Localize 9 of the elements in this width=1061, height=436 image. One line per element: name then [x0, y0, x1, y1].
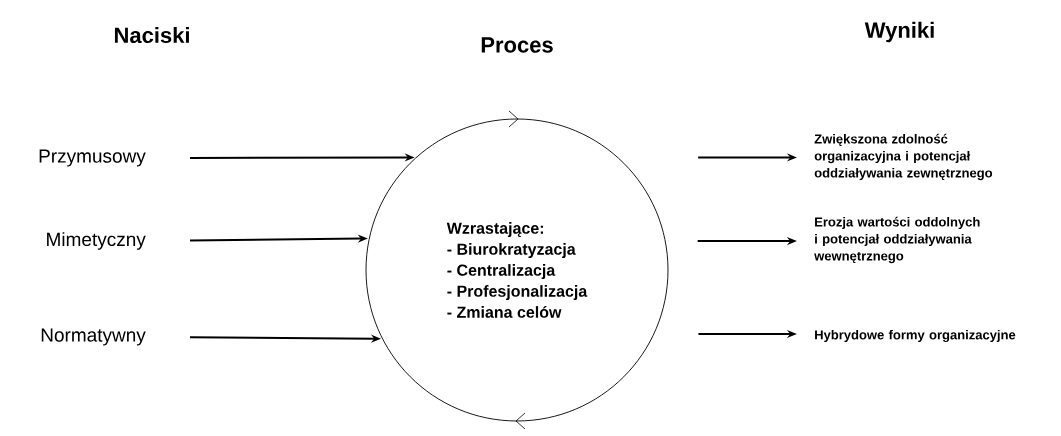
column-heading: Proces [481, 37, 553, 53]
column-heading: Naciski [114, 26, 189, 44]
column-heading: Wyniki [864, 21, 934, 43]
outcome-text: Erozja wartości oddolnych i potencjał oddziaływania wewnętrznego [814, 216, 980, 264]
pressure-label: Mimetyczny [47, 232, 146, 250]
pressure-label: Normatywny [41, 328, 146, 346]
pressure-label: Przymusowy [39, 149, 146, 167]
outcome-text: Zwiększona zdolność organizacyjna i potencjał oddziaływania zewnętrznego [814, 133, 993, 181]
outcome-text: Hybrydowe formy organizacyjne [815, 329, 1016, 343]
